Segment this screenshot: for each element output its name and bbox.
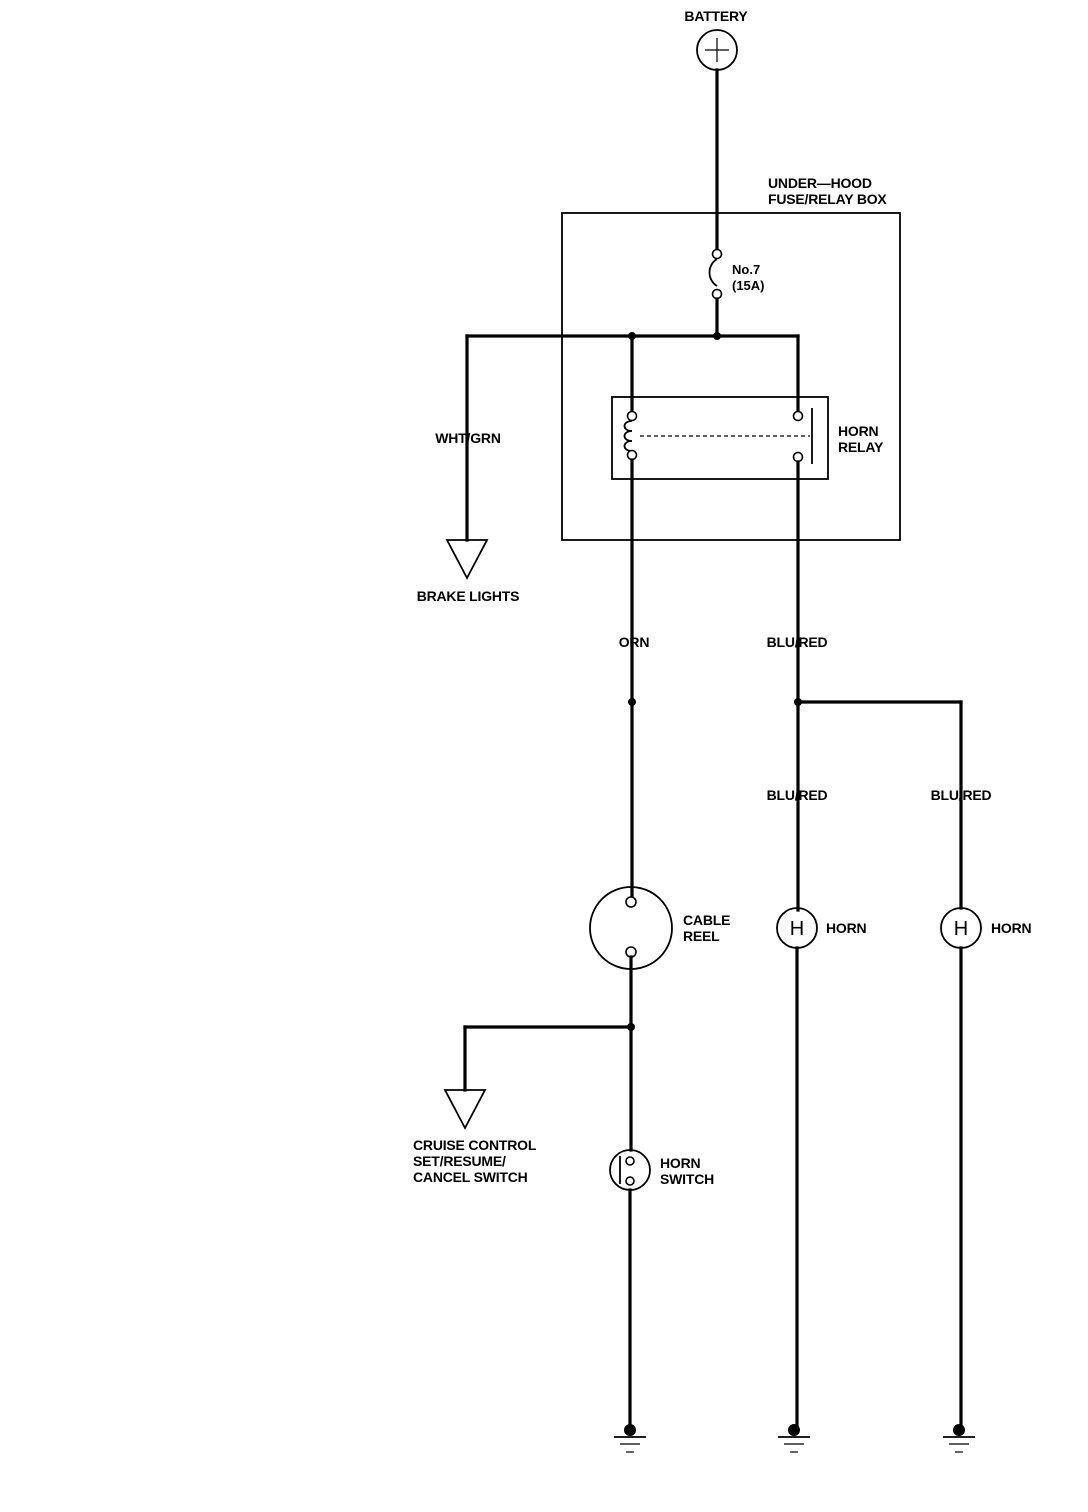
fuse-label-line1: No.7 xyxy=(732,262,760,277)
horn-relay: HORN RELAY xyxy=(611,334,884,480)
cable-reel-label-line1: CABLE xyxy=(683,912,730,928)
blu-red-horn1-label: BLU/RED xyxy=(767,787,828,803)
battery: BATTERY xyxy=(684,8,749,71)
fuse-box-label-line2: FUSE/RELAY BOX xyxy=(768,191,887,207)
horn-switch: HORN SWITCH xyxy=(609,1149,714,1191)
cable-reel-label-line2: REEL xyxy=(683,928,720,944)
brake-lights-arrow-icon xyxy=(445,539,489,580)
fuse-box-label-line1: UNDER—HOOD xyxy=(768,175,872,191)
horn-2-label: HORN xyxy=(991,920,1032,936)
fuse-no7: No.7 (15A) xyxy=(708,248,765,300)
cable-reel: CABLE REEL xyxy=(589,886,730,970)
horn-switch-label-line2: SWITCH xyxy=(660,1171,714,1187)
ground-2-icon xyxy=(778,1424,810,1453)
horn-2: H HORN xyxy=(940,907,1032,949)
relay-coil-icon xyxy=(623,420,633,452)
relay-label-line2: RELAY xyxy=(838,439,884,455)
horn-1: H HORN xyxy=(776,907,867,949)
ground-3-icon xyxy=(943,1424,975,1453)
fuse-icon xyxy=(708,258,718,287)
ground-1-icon xyxy=(614,1424,646,1453)
orn-label: ORN xyxy=(619,634,650,650)
fuse-relay-box: UNDER—HOOD FUSE/RELAY BOX xyxy=(561,175,901,541)
blu-red-main-label: BLU/RED xyxy=(767,634,828,650)
blu-red-horn2-label: BLU/RED xyxy=(931,787,992,803)
cruise-label-line1: CRUISE CONTROL xyxy=(413,1137,537,1153)
fuse-label-line2: (15A) xyxy=(732,278,765,293)
cruise-switch-arrow-icon xyxy=(443,1089,487,1130)
horn-1-symbol: H xyxy=(790,918,804,940)
wht-grn-label: WHT/GRN xyxy=(435,430,501,446)
horn-1-label: HORN xyxy=(826,920,867,936)
relay-label-line1: HORN xyxy=(838,423,879,439)
cruise-label-line3: CANCEL SWITCH xyxy=(413,1169,528,1185)
cruise-label-line2: SET/RESUME/ xyxy=(413,1153,506,1169)
horn-switch-label-line1: HORN xyxy=(660,1155,701,1171)
horn-2-symbol: H xyxy=(954,918,968,940)
brake-lights-label: BRAKE LIGHTS xyxy=(417,588,520,604)
battery-label: BATTERY xyxy=(684,8,748,24)
